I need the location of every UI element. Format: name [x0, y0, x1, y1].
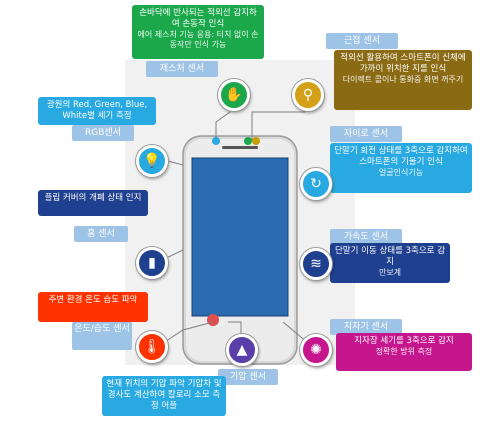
proximity-sensor-icon: ⚲ — [292, 79, 324, 111]
proximity-sensor-label: 근접 센서 — [326, 33, 398, 49]
hall-sensor-description: 플립 커버의 개폐 상태 인지 — [38, 190, 148, 216]
baro-sensor-icon: ▲ — [226, 334, 258, 366]
hall-sensor-icon: ▮ — [136, 247, 168, 279]
rgb-sensor-label: RGB센서 — [72, 125, 134, 141]
temp-sensor-description: 주변 환경 온도 습도 파악 — [38, 292, 148, 322]
accel-sensor-icon: ≋ — [300, 248, 332, 280]
temp-sensor-icon: 🌡 — [136, 331, 168, 363]
accel-sensor-description: 단말기 이동 상태를 3축으로 감지 만보계 — [330, 243, 450, 283]
baro-sensor-description: 현재 위치의 기압 파악 기압차 및 경사도 계산하여 칼로리 소모 측정 어플 — [102, 376, 226, 416]
gesture-sensor-icon: ✋ — [218, 79, 250, 111]
proximity-sensor-description: 적외선 활용하여 스마트폰이 신체에 가까이 위치한 지를 인식 다이렉트 콜이… — [334, 50, 472, 110]
gyro-sensor-description: 단말기 회전 상태를 3축으로 감지하여 스마트폰의 기울기 인식 얼굴인식기능 — [330, 143, 472, 193]
hall-sensor-label: 홈 센서 — [74, 226, 128, 242]
accel-sensor-label: 가속도 센서 — [330, 229, 402, 245]
gyro-sensor-icon: ↻ — [300, 168, 332, 200]
gesture-sensor-description: 손바닥에 반사되는 적외선 감지하여 손동작 인식 에어 제스처 기능 응용: … — [132, 5, 264, 59]
rgb-sensor-icon: 💡 — [136, 145, 168, 177]
rgb-sensor-description: 광원의 Red, Green, Blue, White별 세기 측정 — [38, 97, 156, 125]
geomag-sensor-description: 지자장 세기를 3축으로 감지 정확한 방위 측정 — [336, 333, 472, 371]
geomag-sensor-label: 지자기 센서 — [330, 319, 402, 335]
gyro-sensor-label: 자이로 센서 — [330, 126, 402, 142]
geomag-sensor-icon: ✺ — [300, 334, 332, 366]
baro-sensor-label: 기압 센서 — [218, 369, 278, 385]
temp-sensor-label: 온도/습도 센서 — [72, 322, 132, 350]
gesture-sensor-label: 제스처 센서 — [146, 61, 218, 77]
